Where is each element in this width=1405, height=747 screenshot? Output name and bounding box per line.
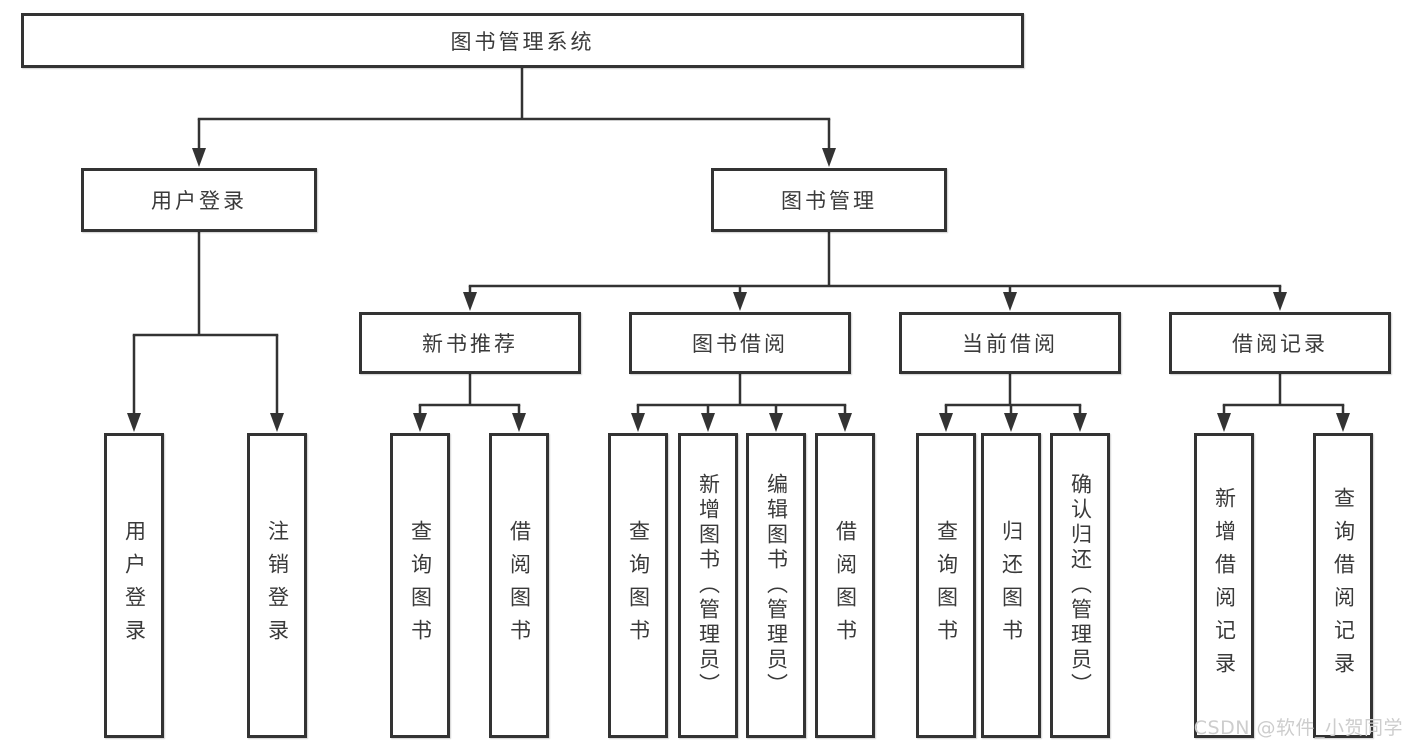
node-borrowing-records: 借阅记录 [1169, 312, 1391, 374]
leaf-borrow-books-borrowing: 借阅图书 [815, 433, 875, 738]
node-book-borrowing-label: 图书借阅 [692, 332, 788, 356]
leaf-query-books-recommend-label: 查询图书 [408, 519, 433, 652]
leaf-add-book-admin: 新增图书（管理员） [678, 433, 738, 738]
csdn-watermark: CSDN @软件_小贺同学 [1193, 717, 1403, 739]
leaf-confirm-return-admin-label: 确认归还（管理员） [1068, 473, 1093, 698]
leaf-confirm-return-admin: 确认归还（管理员） [1050, 433, 1110, 738]
node-borrowing-records-label: 借阅记录 [1232, 332, 1328, 356]
leaf-query-books-current: 查询图书 [916, 433, 976, 738]
leaf-edit-book-admin: 编辑图书（管理员） [746, 433, 806, 738]
node-user-login-label: 用户登录 [151, 189, 247, 213]
leaf-user-login: 用户登录 [104, 433, 164, 738]
node-user-login: 用户登录 [81, 168, 317, 232]
node-current-borrowing-label: 当前借阅 [962, 332, 1058, 356]
node-new-book-recommend: 新书推荐 [359, 312, 581, 374]
leaf-return-book-label: 归还图书 [999, 519, 1024, 652]
leaf-add-book-admin-label: 新增图书（管理员） [696, 473, 721, 698]
leaf-logout-label: 注销登录 [265, 519, 290, 652]
node-book-management-label: 图书管理 [781, 189, 877, 213]
node-current-borrowing: 当前借阅 [899, 312, 1121, 374]
leaf-add-borrow-record-label: 新增借阅记录 [1212, 486, 1237, 685]
leaf-edit-book-admin-label: 编辑图书（管理员） [764, 473, 789, 698]
leaf-user-login-label: 用户登录 [122, 519, 147, 652]
leaf-query-books-borrowing: 查询图书 [608, 433, 668, 738]
leaf-return-book: 归还图书 [981, 433, 1041, 738]
node-new-book-recommend-label: 新书推荐 [422, 332, 518, 356]
leaf-query-books-recommend: 查询图书 [390, 433, 450, 738]
leaf-query-borrow-record: 查询借阅记录 [1313, 433, 1373, 738]
leaf-logout: 注销登录 [247, 433, 307, 738]
node-book-management: 图书管理 [711, 168, 947, 232]
leaf-query-borrow-record-label: 查询借阅记录 [1331, 486, 1356, 685]
node-book-borrowing: 图书借阅 [629, 312, 851, 374]
leaf-query-books-borrowing-label: 查询图书 [626, 519, 651, 652]
leaf-borrow-books-recommend: 借阅图书 [489, 433, 549, 738]
node-root-system: 图书管理系统 [21, 13, 1024, 68]
leaf-add-borrow-record: 新增借阅记录 [1194, 433, 1254, 738]
leaf-borrow-books-recommend-label: 借阅图书 [507, 519, 532, 652]
node-root-label: 图书管理系统 [450, 29, 595, 54]
leaf-query-books-current-label: 查询图书 [934, 519, 959, 652]
leaf-borrow-books-borrowing-label: 借阅图书 [833, 519, 858, 652]
arrowhead-icons [127, 148, 1350, 432]
